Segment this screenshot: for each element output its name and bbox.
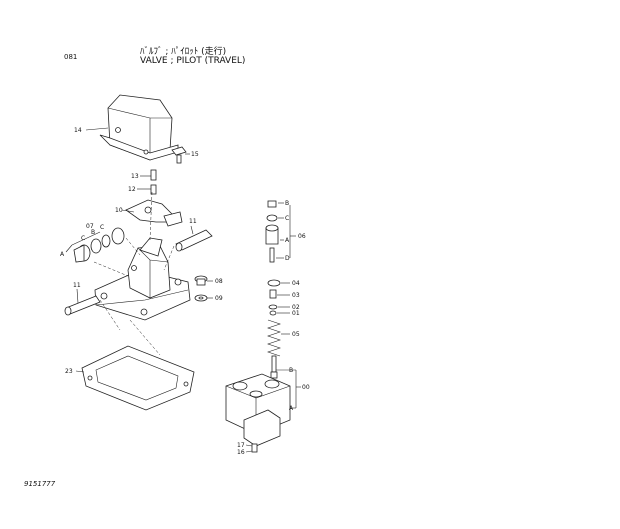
leader-line (76, 288, 79, 304)
lower-valve-body-part (225, 373, 291, 453)
explode-line (99, 299, 121, 331)
callout-A-lower: A (289, 405, 294, 412)
seal-group-part (73, 227, 125, 263)
callout-B-left: B (91, 229, 95, 236)
title-english: VALVE ; PILOT (TRAVEL) (140, 56, 246, 66)
plug-assembly-part (265, 200, 279, 263)
callout-03: 03 (292, 292, 300, 299)
bracket-line (65, 244, 73, 253)
callout-C-right: C (285, 215, 289, 222)
callout-11-right: 11 (189, 218, 197, 225)
callout-09: 09 (215, 295, 223, 302)
drawing-number: 9151777 (24, 480, 56, 488)
callout-07: 07 (86, 223, 94, 230)
callout-14: 14 (74, 127, 82, 134)
explode-line (149, 191, 153, 241)
spring-seat-part (267, 279, 281, 316)
shaft-right-part (175, 229, 213, 252)
callout-17: 17 (237, 442, 245, 449)
valve-body-part (94, 237, 191, 321)
gasket-part (81, 345, 195, 411)
callout-A-right: A (285, 237, 290, 244)
leader-line (190, 225, 194, 235)
shaft-left-part (64, 295, 101, 316)
callout-C-left: C (81, 235, 85, 242)
callout-08: 08 (215, 278, 223, 285)
leader-line (245, 444, 253, 447)
callout-13: 13 (131, 173, 139, 180)
callout-10: 10 (115, 207, 123, 214)
callout-B-right: B (285, 200, 289, 207)
callout-C-left-2: C (100, 224, 104, 231)
pin-part (150, 169, 157, 195)
callout-23: 23 (65, 368, 73, 375)
callout-11-left: 11 (73, 282, 81, 289)
callout-15: 15 (191, 151, 199, 158)
explode-line (129, 319, 161, 356)
callout-04: 04 (292, 280, 300, 287)
title-japanese: ﾊﾞﾙﾌﾞ ; ﾊﾟｲﾛｯﾄ (走行) (140, 47, 227, 57)
explode-line (163, 245, 175, 271)
screw-washer-part (194, 275, 208, 302)
callout-06: 06 (298, 233, 306, 240)
bolt-part (171, 146, 187, 164)
leader-line (245, 450, 253, 453)
callout-05: 05 (292, 331, 300, 338)
callout-12: 12 (128, 186, 136, 193)
leader-line (75, 370, 85, 373)
callout-00: 00 (302, 384, 310, 391)
callout-02: 02 (292, 304, 300, 311)
callout-16: 16 (237, 449, 245, 456)
spring-part (267, 319, 281, 379)
explode-line (93, 261, 129, 277)
callout-D-right: D (285, 255, 290, 262)
callout-01: 01 (292, 310, 300, 317)
cover-part (99, 94, 179, 161)
callout-A-left: A (60, 251, 65, 258)
explode-line (125, 237, 141, 256)
callout-B-lower: B (289, 367, 293, 374)
bracket-line (71, 231, 101, 246)
leader-line (121, 209, 135, 213)
page-code: 081 (64, 53, 78, 61)
lever-part (125, 199, 183, 227)
leader-line (85, 127, 109, 131)
